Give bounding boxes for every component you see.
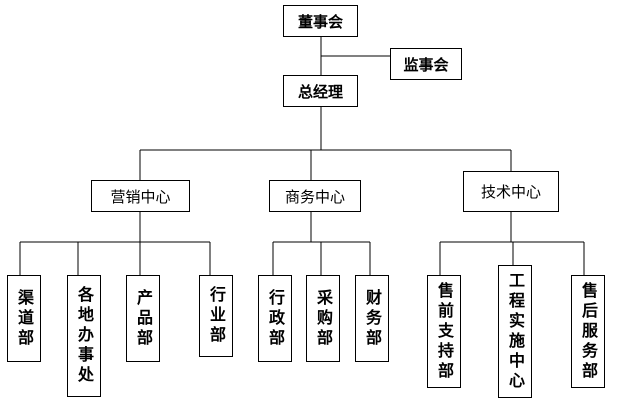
department-label: 售后服务部 xyxy=(579,281,598,382)
marketing-center-box: 营销中心 xyxy=(91,180,190,212)
department-box: 各地办事处 xyxy=(67,275,101,397)
department-label: 采购部 xyxy=(314,288,333,349)
department-label: 各地办事处 xyxy=(75,286,94,386)
department-label: 工程实施中心 xyxy=(506,271,525,392)
general-manager-box: 总经理 xyxy=(283,75,358,107)
department-box: 渠道部 xyxy=(7,275,41,362)
department-label: 渠道部 xyxy=(15,288,34,349)
department-box: 售前支持部 xyxy=(427,275,461,388)
department-label: 售前支持部 xyxy=(435,281,454,382)
department-box: 行业部 xyxy=(199,275,233,357)
department-box: 财务部 xyxy=(355,275,389,362)
marketing-center-label: 营销中心 xyxy=(110,187,171,206)
board-label: 董事会 xyxy=(297,12,343,31)
board-box: 董事会 xyxy=(283,5,358,37)
department-label: 产品部 xyxy=(134,288,153,349)
department-box: 采购部 xyxy=(306,275,340,362)
department-label: 行业部 xyxy=(207,286,226,346)
department-box: 行政部 xyxy=(258,275,292,362)
department-label: 财务部 xyxy=(363,288,382,349)
department-box: 售后服务部 xyxy=(571,275,605,388)
department-box: 工程实施中心 xyxy=(498,265,532,398)
technology-center-box: 技术中心 xyxy=(463,171,559,212)
business-center-box: 商务中心 xyxy=(269,180,361,212)
supervisors-label: 监事会 xyxy=(403,55,449,74)
business-center-label: 商务中心 xyxy=(284,187,345,206)
technology-center-label: 技术中心 xyxy=(480,183,541,201)
department-box: 产品部 xyxy=(126,275,160,362)
general-manager-label: 总经理 xyxy=(297,82,343,101)
department-label: 行政部 xyxy=(266,288,285,349)
supervisors-box: 监事会 xyxy=(390,48,462,80)
